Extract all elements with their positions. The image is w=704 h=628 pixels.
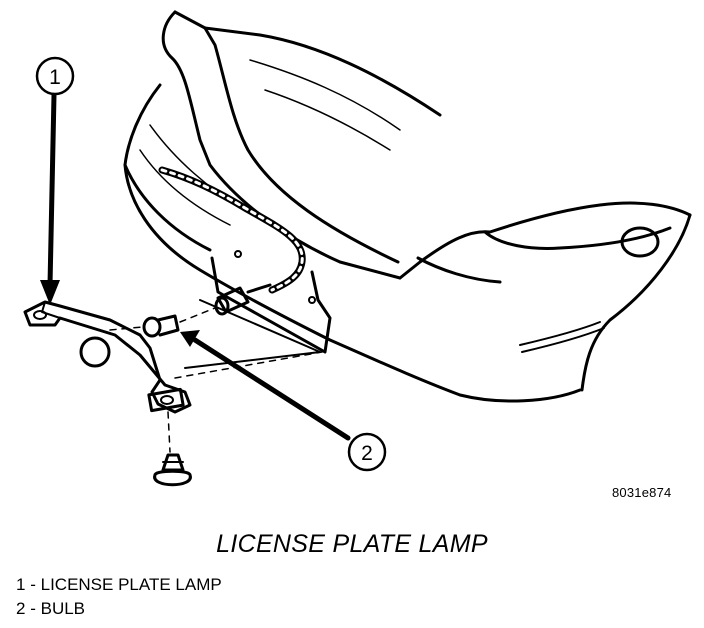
bulb-socket [214,283,272,316]
legend-label: LICENSE PLATE LAMP [40,575,222,594]
callout-2: 2 [347,432,387,472]
leader-arrow-2 [192,337,351,441]
bumper-lower [123,163,582,403]
callout-1-number: 1 [49,66,61,89]
rear-glass-lines [249,59,401,151]
legend-number: 2 [16,599,26,618]
window-inner-edge [203,26,400,264]
callout-2-number: 2 [361,442,373,465]
bumper-top [123,83,212,252]
mount-hole-upper [234,250,242,258]
leader-arrow-1 [47,92,57,288]
leader-arrows [40,92,351,441]
legend-item: 2 - BULB [16,597,222,621]
legend-number: 1 [16,575,26,594]
alignment-lines [109,307,323,453]
legend-separator: - [30,599,36,618]
taillight-housing [483,226,672,250]
figure-id: 8031e874 [612,485,672,500]
retaining-screw [153,453,192,487]
trunk-lid-outline [161,10,402,280]
leader-arrow-1-head [40,280,60,305]
legend-item: 1 - LICENSE PLATE LAMP [16,573,222,597]
taillight-lens [620,226,660,258]
legend-label: BULB [40,599,86,618]
bumper-right-edge [580,213,692,392]
bulb [142,314,180,338]
legend-separator: - [30,575,36,594]
plate-recess-floor [184,299,321,369]
quarter-crease [416,256,502,284]
rear-deck [398,201,692,280]
figure-caption: LICENSE PLATE LAMP [216,530,488,558]
plate-recess [210,256,332,354]
callout-1: 1 [35,56,75,96]
window-upper-edge [173,10,442,117]
wiring-harness-inner [160,168,304,292]
legend: 1 - LICENSE PLATE LAMP 2 - BULB [16,573,222,621]
vehicle-rear [123,10,692,403]
leader-arrow-2-head [180,330,200,347]
mount-hole-lower [308,296,316,304]
license-plate-lamp [23,300,192,414]
bumper-groove [519,321,605,353]
